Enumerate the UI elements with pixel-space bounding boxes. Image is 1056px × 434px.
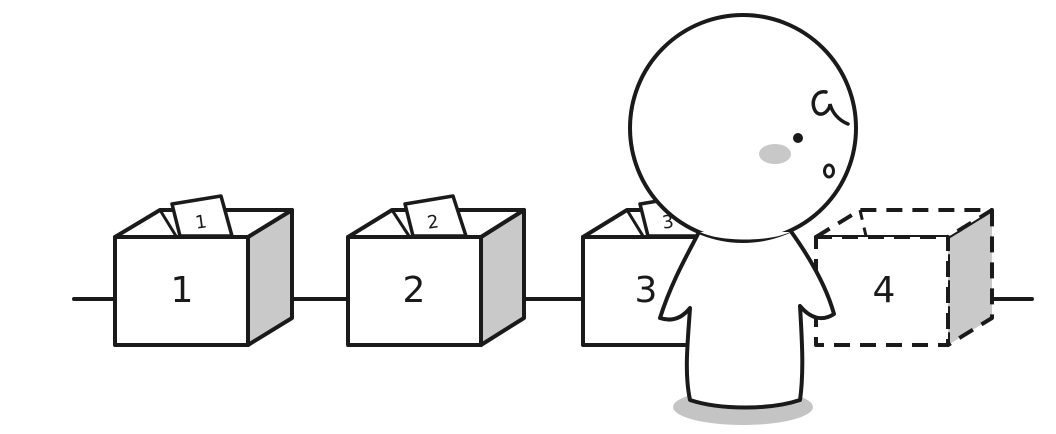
blush	[759, 144, 791, 164]
eye	[793, 133, 803, 143]
box-3-label: 3	[635, 270, 658, 311]
box-1-label: 1	[171, 270, 194, 311]
mouth	[823, 163, 835, 179]
box-1-front	[113, 235, 250, 347]
character-body	[658, 228, 836, 410]
box-4-label: 4	[873, 270, 896, 311]
box-1-card-label: 1	[194, 211, 208, 233]
box-4: 4	[814, 208, 994, 347]
box-1-card: 1	[170, 194, 234, 238]
character	[628, 13, 858, 425]
box-4-top	[814, 208, 994, 239]
box-2-front	[346, 235, 483, 347]
character-head	[628, 13, 858, 243]
box-2-label: 2	[403, 270, 426, 311]
confused-swirl	[811, 90, 850, 126]
box-2: 2 2	[346, 194, 526, 347]
box-2-card: 2	[403, 194, 468, 238]
box-2-card-label: 2	[426, 211, 440, 233]
box-1: 1 1	[113, 194, 294, 347]
